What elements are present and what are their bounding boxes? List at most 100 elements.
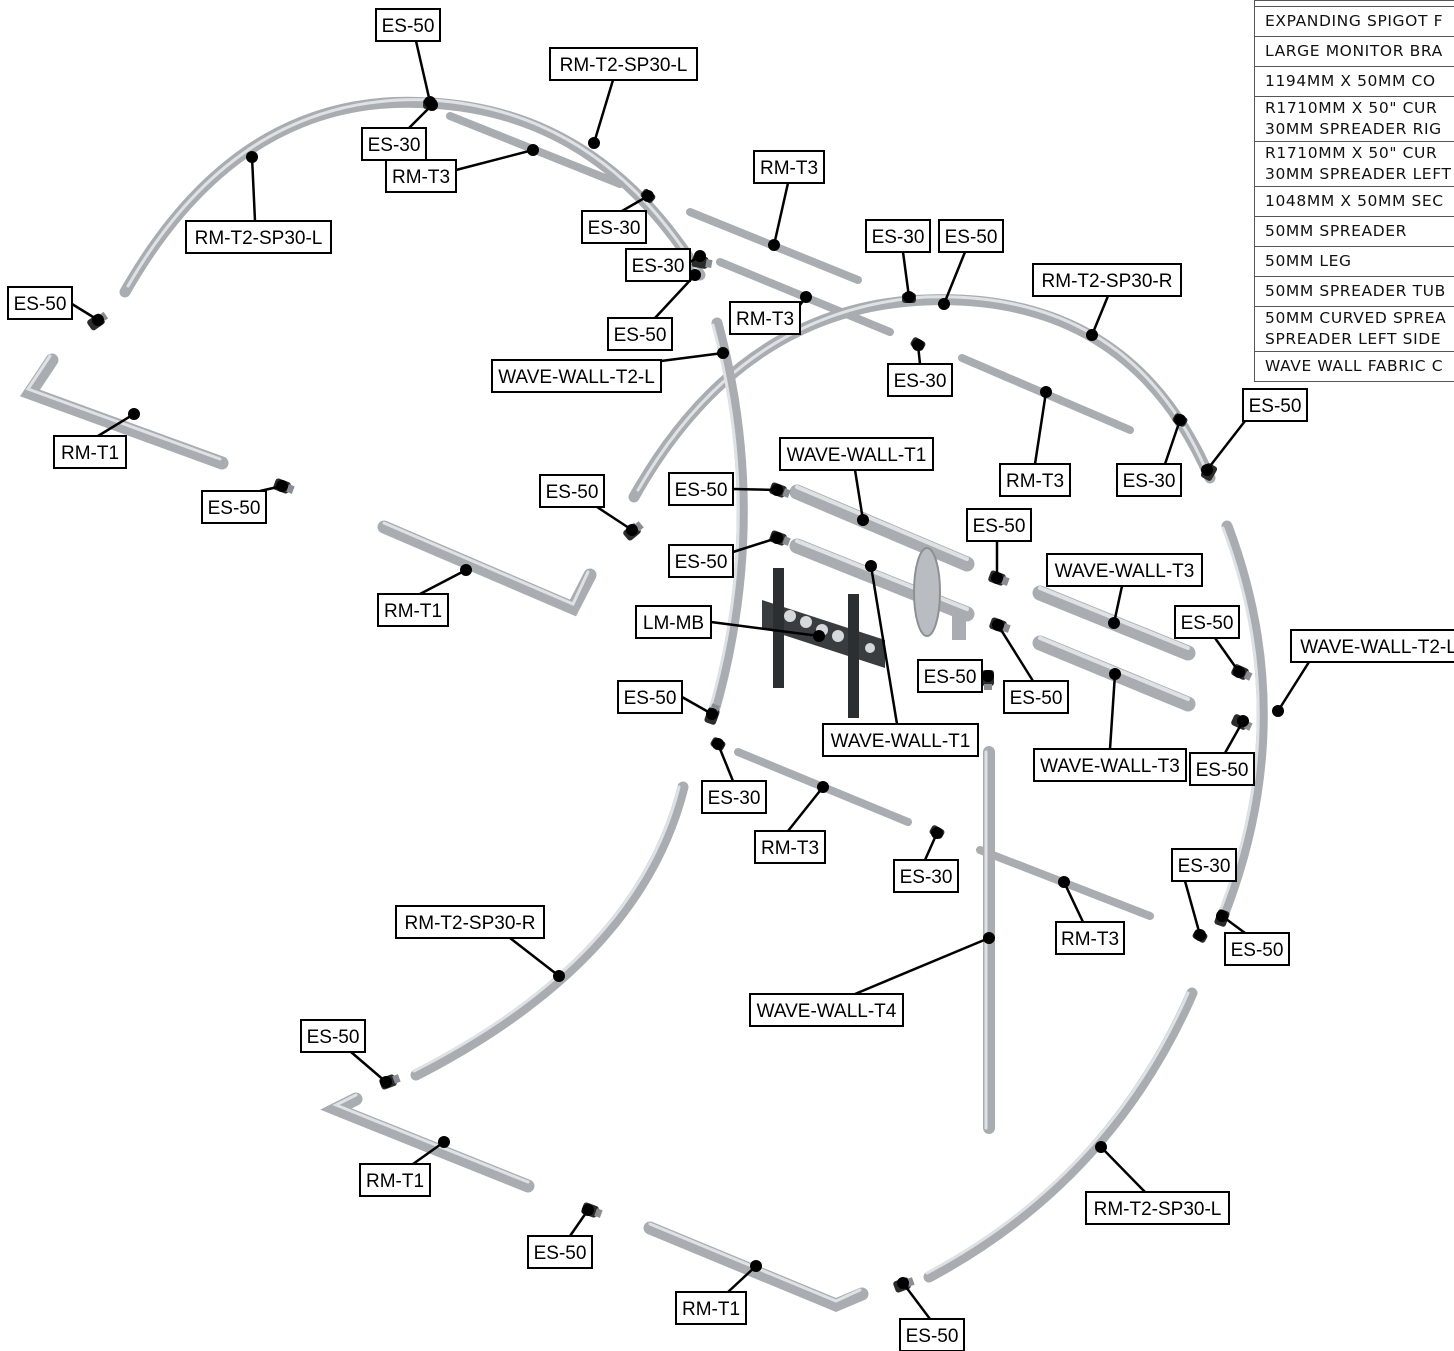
callout-rm-t2-sp30-r: RM-T2-SP30-R [395,905,565,982]
callout-rm-t3: RM-T3 [754,781,829,864]
leader-dot [92,314,104,326]
callout-text: RM-T2-SP30-L [1094,1199,1222,1220]
callout-box [300,1019,366,1053]
parts-table-cell: 1048MM X 50MM SEC [1254,186,1454,217]
callout-box [749,993,904,1027]
callout-box [625,248,691,282]
callout-text: RM-T1 [384,601,442,622]
leader-line [455,148,534,172]
callout-text: ES-50 [1249,396,1302,417]
callout-box [1085,1191,1230,1225]
parts-table-cell: 50MM LEG [1254,246,1454,277]
leader-dot [706,708,718,720]
leader-line [732,536,778,554]
callout-text: RM-T3 [392,167,450,188]
parts-table-cell: 1194MM X 50MM CO [1254,66,1454,97]
callout-box [917,659,983,693]
callout-text: RM-T2-SP30-L [560,55,688,76]
monitor-bracket [762,568,885,718]
callout-box [1290,629,1454,663]
callout-text: ES-50 [1231,940,1284,961]
leader-dot [897,1277,909,1289]
callout-es-30: ES-30 [1116,414,1186,497]
leader-dot [931,827,943,839]
callout-es-30: ES-30 [887,339,953,397]
leader-line [772,182,790,246]
callout-es-50: ES-50 [1189,715,1255,786]
callout-box [549,47,698,81]
callout-es-50: ES-50 [1174,605,1245,678]
leader-dot [903,291,915,303]
callout-text: ES-50 [534,1243,587,1264]
leader-dot [426,99,438,111]
callout-wave-wall-t4: WAVE-WALL-T4 [749,932,995,1027]
leader-line [1163,419,1182,465]
callout-rm-t1: RM-T1 [359,1136,450,1197]
callout-box [359,1163,431,1197]
callout-box [753,150,825,184]
leader-line [250,156,257,222]
callout-box [527,1235,593,1269]
callout-box [938,219,1004,253]
callout-text: ES-30 [1178,856,1231,877]
callout-wave-wall-t3: WAVE-WALL-T3 [1046,553,1203,629]
callout-box [729,301,801,335]
callout-rm-t2-sp30-r: RM-T2-SP30-R [1032,263,1182,341]
callout-text: ES-50 [382,16,435,37]
callout-es-30: ES-30 [625,248,706,282]
callout-text: ES-50 [1181,613,1234,634]
leader-line [732,487,778,492]
leader-line [1108,673,1117,750]
callout-text: ES-50 [973,516,1026,537]
leader-dot [1109,668,1121,680]
leader-line [1276,661,1311,712]
leader-dot [1237,715,1249,727]
leader-dot [991,572,1003,584]
callout-es-50: ES-50 [668,472,783,506]
callout-text: ES-50 [208,498,261,519]
leader-line [1090,295,1110,336]
callout-text: RM-T3 [1006,471,1064,492]
callout-es-50: ES-50 [1216,910,1290,966]
callout-es-30: ES-30 [865,219,931,303]
parts-table-row: EXPANDING SPIGOT F [1254,6,1454,37]
callout-box [635,605,712,639]
callout-box [201,490,267,524]
leader-dot [438,1136,450,1148]
callout-es-50: ES-50 [917,659,994,693]
callout-text: ES-30 [1123,471,1176,492]
callout-box [1055,921,1125,955]
callout-rm-t3: RM-T3 [1055,876,1125,955]
callout-text: RM-T3 [761,838,819,859]
callout-text: ES-50 [1010,688,1063,709]
callout-text: ES-50 [675,480,728,501]
parts-table-row: WAVE WALL FABRIC C [1254,351,1454,382]
leader-dot [865,560,877,572]
callout-box [1189,752,1255,786]
parts-table-cell: 50MM SPREADER TUB [1254,276,1454,307]
callout-box [1224,932,1290,966]
callout-box [1242,388,1308,422]
callout-es-30: ES-30 [581,190,654,244]
leader-dot [642,190,654,202]
parts-table-row: 1194MM X 50MM CO [1254,66,1454,97]
leader-dot [750,1260,762,1272]
parts-table-row: 50MM SPREADER [1254,216,1454,247]
callout-text: ES-50 [546,482,599,503]
leader-dot [813,630,825,642]
callout-text: ES-50 [1196,760,1249,781]
callout-text: ES-30 [900,867,953,888]
callout-box [395,905,545,939]
callout-box [1033,748,1187,782]
leader-dot [694,250,706,262]
callout-text: RM-T2-SP30-R [405,913,536,934]
leader-dot [1272,705,1284,717]
leader-dot [128,408,140,420]
callout-box [377,593,449,627]
leader-line [1206,420,1246,471]
leader-dot [1194,929,1206,941]
